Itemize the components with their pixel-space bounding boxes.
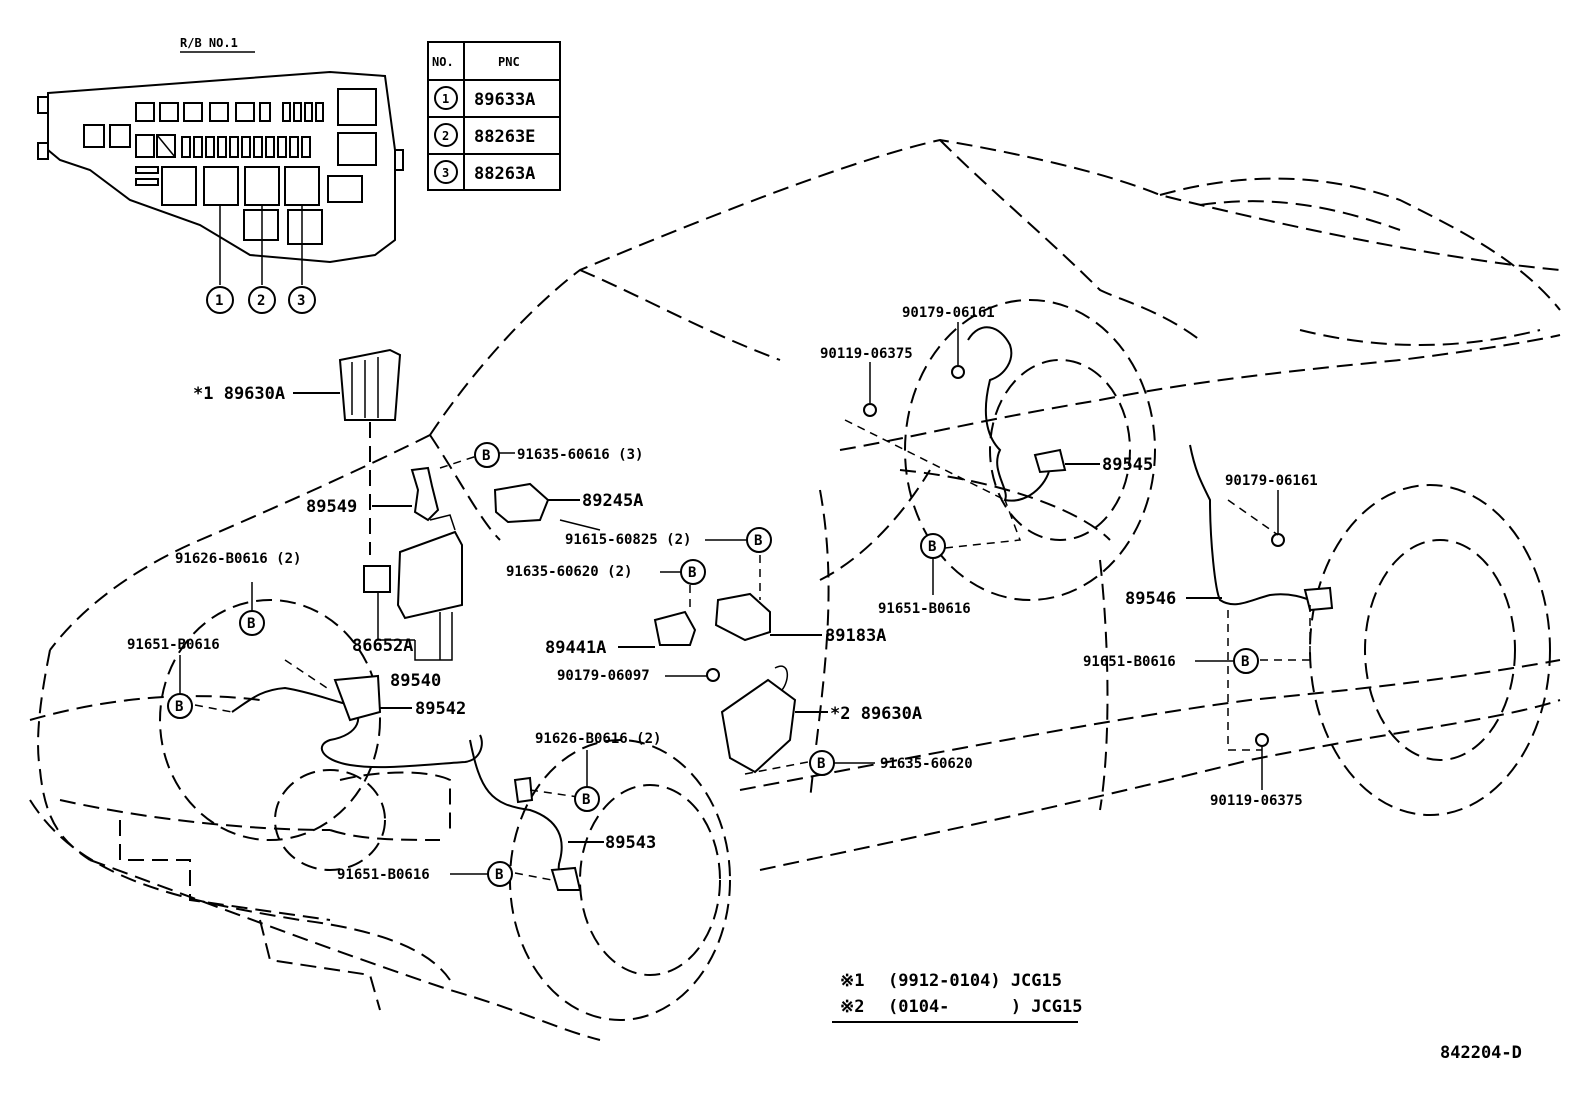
diagram-id: 842204-D [1440,1043,1522,1063]
label-90179-06161-top: 90179-06161 [902,305,995,321]
bolt-marker-5: B [175,699,183,715]
wheels [159,299,1551,1021]
bolt-marker-3: B [688,565,696,581]
label-91615-60825-2: 91615-60825 (2) [565,532,691,548]
table-row-1-no: 1 [442,92,449,106]
part-labels: *1 89630A 91635-60616 (3) 89549 89245A 9… [127,305,1318,883]
notes: ※1 (9912-0104) JCG15 ※2 (0104- ) JCG15 [832,971,1082,1023]
label-91651-B0616-bottom: 91651-B0616 [337,867,430,883]
label-91651-B0616-right: 91651-B0616 [1083,654,1176,670]
table-row-2-pnc: 88263E [474,127,535,147]
label-91626-B0616-2-top: 91626-B0616 (2) [175,551,301,567]
label-91635-60620-2: 91635-60620 (2) [506,564,632,580]
label-89545: 89545 [1102,455,1153,475]
label-89183A: 89183A [825,626,886,646]
note-2-mark: ※2 [840,997,864,1017]
note-1-mark: ※1 [840,971,864,991]
relay-block: R/B NO.1 [37,36,404,314]
label-90119-06375-top: 90119-06375 [820,346,913,362]
label-90179-06161-right: 90179-06161 [1225,473,1318,489]
pnc-table: NO. PNC 1 2 3 89633A 88263E 88263A [427,41,561,191]
bolt-markers: B B B B B B B B B B [167,442,1259,887]
callout-1: 1 [215,293,223,309]
relay-block-title: R/B NO.1 [180,36,238,50]
table-row-1-pnc: 89633A [474,90,535,110]
label-89441A: 89441A [545,638,606,658]
table-row-3-no: 3 [442,166,449,180]
label-91651-B0616-center: 91651-B0616 [878,601,971,617]
parts [194,326,1334,891]
label-90119-06375-bottom: 90119-06375 [1210,793,1303,809]
bolt-marker-4: B [247,616,255,632]
table-row-3-pnc: 88263A [474,164,535,184]
label-89549: 89549 [306,497,357,517]
label-91651-B0616-left: 91651-B0616 [127,637,220,653]
callout-2: 2 [257,293,265,309]
bolt-marker-10: B [1241,654,1249,670]
bolt-marker-7: B [817,756,825,772]
label-89546: 89546 [1125,589,1176,609]
label-91635-60620: 91635-60620 [880,756,973,772]
car-body-outline [29,138,1561,1041]
label-90179-06097: 90179-06097 [557,668,650,684]
table-row-2-no: 2 [442,129,449,143]
label-89245A: 89245A [582,491,643,511]
label-89542: 89542 [415,699,466,719]
label-91626-B0616-2-mid: 91626-B0616 (2) [535,731,661,747]
label-91635-60616-3: 91635-60616 (3) [517,447,643,463]
bolt-marker-1: B [482,448,490,464]
label-ecu-2: *2 89630A [830,704,922,724]
note-2-text: (0104- ) JCG15 [888,997,1082,1017]
label-89543: 89543 [605,833,656,853]
bolt-marker-6: B [582,792,590,808]
table-header-pnc: PNC [498,55,520,69]
label-86652A: 86652A [352,636,413,656]
label-ecu-1: *1 89630A [193,384,285,404]
callout-3: 3 [297,293,305,309]
bolt-marker-9: B [928,539,936,555]
table-header-no: NO. [432,55,454,69]
note-1-text: (9912-0104) JCG15 [888,971,1062,991]
label-89540: 89540 [390,671,441,691]
bolt-marker-2: B [754,533,762,549]
bolt-marker-8: B [495,867,503,883]
